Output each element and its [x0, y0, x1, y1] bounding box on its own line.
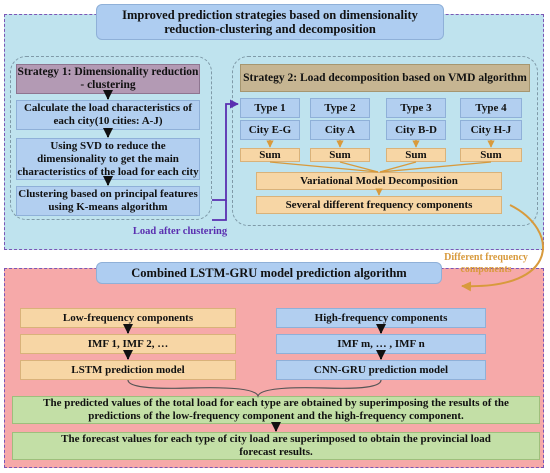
type2-sum: Sum	[310, 148, 370, 162]
step-load-characteristics: Calculate the load characteristics of ea…	[16, 100, 200, 130]
curve-arrow-frequency	[461, 204, 544, 292]
result-provincial-forecast: The forecast values for each type of cit…	[12, 432, 540, 460]
main-title: Improved prediction strategies based on …	[96, 4, 444, 40]
step-svd: Using SVD to reduce the dimensionality t…	[16, 138, 200, 180]
type4-sum: Sum	[460, 148, 522, 162]
flow-arrow-clustering	[212, 99, 239, 201]
type1-city: City E-G	[240, 120, 300, 140]
converge-2	[339, 161, 379, 173]
type2-label: Type 2	[310, 98, 370, 118]
result-superimpose-types: The predicted values of the total load f…	[12, 396, 540, 424]
flow-label: Load after clustering	[132, 226, 228, 237]
side-label: Different frequency components	[444, 252, 528, 275]
components-box: Several different frequency components	[256, 196, 502, 214]
low-frequency-head: Low-frequency components	[20, 308, 236, 328]
low-imf: IMF 1, IMF 2, …	[20, 334, 236, 354]
strategy2-title: Strategy 2: Load decomposition based on …	[240, 64, 530, 92]
type3-label: Type 3	[386, 98, 446, 118]
model-title: Combined LSTM-GRU model prediction algor…	[96, 262, 442, 284]
type4-city: City H-J	[460, 120, 522, 140]
strategy1-panel	[10, 56, 212, 220]
converge-4	[379, 161, 492, 173]
type1-label: Type 1	[240, 98, 300, 118]
cnn-gru-model: CNN-GRU prediction model	[276, 360, 486, 380]
lstm-model: LSTM prediction model	[20, 360, 236, 380]
converge-3	[379, 161, 417, 173]
converge-1	[269, 161, 379, 173]
type3-sum: Sum	[386, 148, 446, 162]
step-kmeans: Clustering based on principal features u…	[16, 186, 200, 216]
combine-brace	[127, 379, 382, 399]
type4-label: Type 4	[460, 98, 522, 118]
type2-city: City A	[310, 120, 370, 140]
type3-city: City B-D	[386, 120, 446, 140]
flow-line-clustering-lower	[212, 200, 227, 221]
type1-sum: Sum	[240, 148, 300, 162]
strategy2-panel	[232, 56, 538, 226]
